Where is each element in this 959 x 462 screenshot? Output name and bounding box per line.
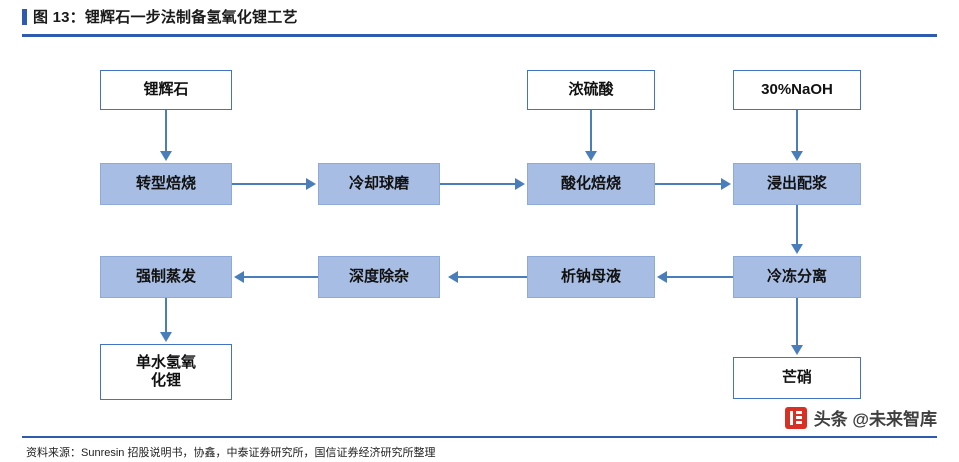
node-naoh: 30%NaOH <box>733 70 861 110</box>
arrowhead-left-icon <box>448 271 458 283</box>
arrowhead-down-icon <box>791 244 803 254</box>
node-label: 酸化焙烧 <box>560 175 621 193</box>
node-sodium-mother-liquor: 析钠母液 <box>527 256 655 298</box>
arrowhead-left-icon <box>234 271 244 283</box>
node-spodumene: 锂辉石 <box>100 70 232 110</box>
arrowhead-right-icon <box>306 178 316 190</box>
node-label: 浓硫酸 <box>568 81 614 99</box>
divider-top <box>22 34 937 37</box>
node-deep-impurity-removal: 深度除杂 <box>318 256 440 298</box>
node-label: 锂辉石 <box>143 81 189 99</box>
arrow-evaporation-to-lioh <box>165 298 167 334</box>
arrowhead-down-icon <box>791 345 803 355</box>
toutiao-logo-icon <box>784 406 807 429</box>
node-freeze-separation: 冷冻分离 <box>733 256 861 298</box>
arrow-impurity-removal-to-evaporation <box>244 276 318 278</box>
node-sulfuric-acid: 浓硫酸 <box>527 70 655 110</box>
arrow-acid-roasting-to-leaching <box>655 183 723 185</box>
arrowhead-down-icon <box>585 151 597 161</box>
arrow-conversion-to-cooling <box>232 183 308 185</box>
node-acid-roasting: 酸化焙烧 <box>527 163 655 205</box>
node-label: 析钠母液 <box>560 268 621 286</box>
source-note: 资料来源：Sunresin 招股说明书，协鑫，中泰证券研究所，国信证券经济研究所… <box>26 447 436 459</box>
node-leaching-slurry: 浸出配浆 <box>733 163 861 205</box>
node-label: 30%NaOH <box>761 81 833 99</box>
arrowhead-down-icon <box>160 332 172 342</box>
node-label: 冷冻分离 <box>766 268 827 286</box>
node-cooling-ball-milling: 冷却球磨 <box>318 163 440 205</box>
node-label: 深度除杂 <box>348 268 409 286</box>
node-forced-evaporation: 强制蒸发 <box>100 256 232 298</box>
arrowhead-left-icon <box>657 271 667 283</box>
arrowhead-right-icon <box>721 178 731 190</box>
arrow-naoh-to-leaching <box>796 110 798 151</box>
process-flow-diagram: 锂辉石 浓硫酸 30%NaOH 转型焙烧 冷却球磨 酸化焙烧 浸出配浆 强制蒸发… <box>0 40 959 420</box>
node-label: 单水氢氧 化锂 <box>135 354 196 389</box>
arrow-spodumene-to-conversion <box>165 110 167 151</box>
arrow-mother-liquor-to-impurity-removal <box>458 276 527 278</box>
node-label: 转型焙烧 <box>135 175 196 193</box>
watermark: 头条 @未来智库 <box>784 405 937 430</box>
arrow-cooling-to-acid-roasting <box>440 183 517 185</box>
node-label: 强制蒸发 <box>135 268 196 286</box>
figure-title-bar: 图 13：锂辉石一步法制备氢氧化锂工艺 <box>22 6 298 27</box>
node-label: 浸出配浆 <box>766 175 827 193</box>
node-conversion-roasting: 转型焙烧 <box>100 163 232 205</box>
arrowhead-down-icon <box>791 151 803 161</box>
watermark-text: 头条 @未来智库 <box>813 410 937 429</box>
arrow-freeze-to-mother-liquor <box>667 276 733 278</box>
arrowhead-right-icon <box>515 178 525 190</box>
arrow-freeze-to-mirabilite <box>796 298 798 347</box>
divider-bottom <box>22 436 937 438</box>
node-mirabilite: 芒硝 <box>733 357 861 399</box>
arrowhead-down-icon <box>160 151 172 161</box>
node-lithium-hydroxide-monohydrate: 单水氢氧 化锂 <box>100 344 232 400</box>
node-label: 芒硝 <box>781 369 812 387</box>
page-title: 图 13：锂辉石一步法制备氢氧化锂工艺 <box>33 9 298 26</box>
title-marker-icon <box>22 8 27 25</box>
node-label: 冷却球磨 <box>348 175 409 193</box>
arrow-leaching-to-freeze <box>796 205 798 246</box>
arrow-sulfuric-acid-to-acid-roasting <box>590 110 592 151</box>
